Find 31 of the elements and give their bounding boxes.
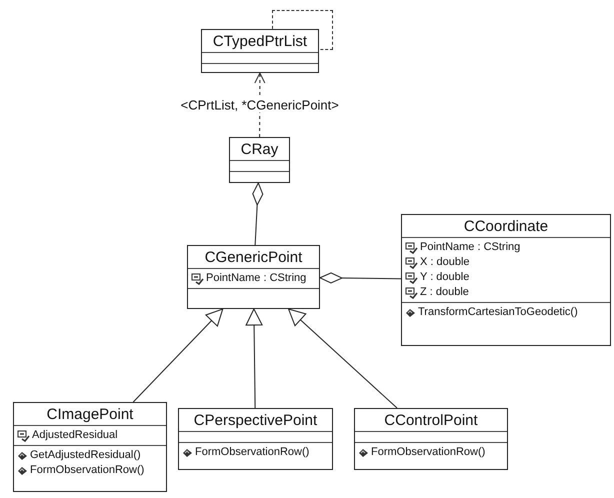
inheritance-arrow xyxy=(288,308,398,408)
class-name: CImagePoint xyxy=(46,406,134,423)
attribute-text: Y : double xyxy=(420,270,470,285)
attribute-text: PointName : CString xyxy=(206,271,306,286)
edge-label: <CPrtList, *CGenericPoint> xyxy=(180,98,340,112)
operation-text: FormObservationRow() xyxy=(371,445,486,460)
class-name: CCoordinate xyxy=(462,218,550,235)
class-box xyxy=(178,408,333,470)
inheritance-arrow xyxy=(132,308,224,402)
class-name: CGenericPoint xyxy=(204,249,304,266)
class-name: CPerspectivePoint xyxy=(192,412,318,429)
class-box xyxy=(401,214,611,346)
class-box xyxy=(187,245,320,309)
attribute-text: Z : double xyxy=(420,285,469,300)
operation-text: GetAdjustedResidual() xyxy=(30,448,141,463)
class-box xyxy=(229,137,290,183)
class-name: CRay xyxy=(240,141,280,158)
attribute-text: PointName : CString xyxy=(420,240,520,255)
class-box xyxy=(13,402,167,492)
aggregation-line xyxy=(252,182,264,246)
class-name: CTypedPtrList xyxy=(212,33,308,50)
operation-text: TransformCartesianToGeodetic() xyxy=(418,305,578,320)
class-box xyxy=(201,29,319,73)
class-box xyxy=(354,408,508,470)
aggregation-line xyxy=(320,272,402,284)
inheritance-arrow xyxy=(246,308,263,408)
class-name: CControlPoint xyxy=(383,412,479,429)
attribute-text: X : double xyxy=(420,255,470,270)
operation-text: FormObservationRow() xyxy=(30,463,144,478)
operation-text: FormObservationRow() xyxy=(195,445,310,460)
attribute-text: AdjustedResidual xyxy=(32,428,118,443)
